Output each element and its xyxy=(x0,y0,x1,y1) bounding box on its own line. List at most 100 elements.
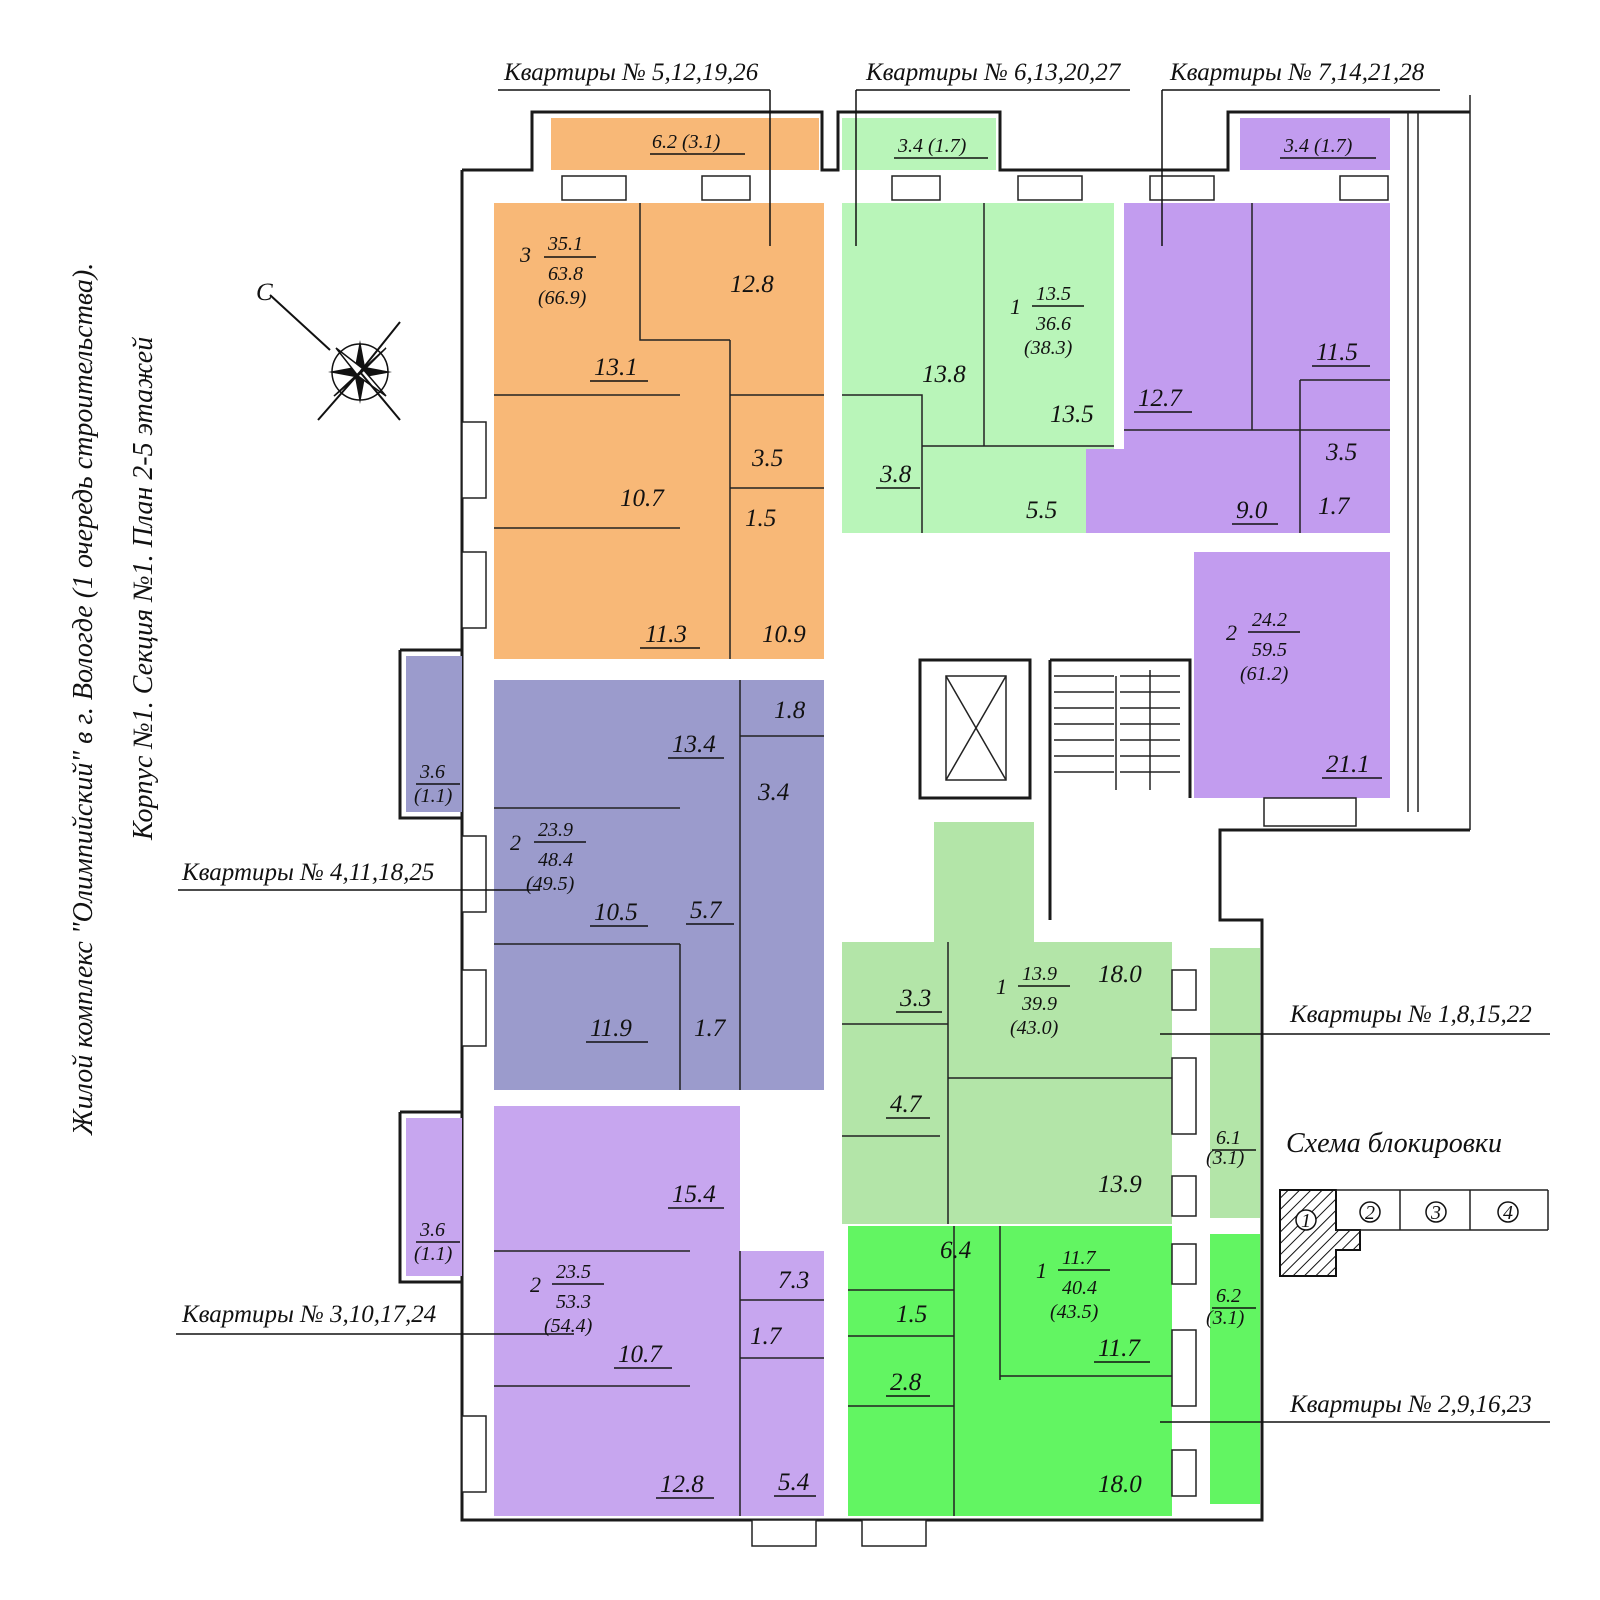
apartment-2: 6.4 1 11.7 40.4 (43.5) 1.5 2.8 11.7 6.2 … xyxy=(848,1226,1260,1516)
apartment-6-room-3: 3.8 xyxy=(879,461,912,488)
block-scheme-section-3: 3 xyxy=(1430,1202,1441,1224)
block-scheme-section-4: 4 xyxy=(1503,1202,1513,1224)
apartment-7-room-4: 9.0 xyxy=(1236,497,1268,524)
apartment-1-total: 39.9 xyxy=(1021,993,1057,1015)
apartment-2-living: 11.7 xyxy=(1062,1247,1097,1269)
apartment-3-room-1: 15.4 xyxy=(672,1181,716,1208)
apartment-7: 3.4 (1.7) 11.5 12.7 3.5 9.0 1.7 2 24.2 5… xyxy=(1086,118,1390,798)
apartment-2-room-1: 6.4 xyxy=(940,1237,971,1264)
apartment-3-fill-balcony xyxy=(406,1118,462,1276)
apartment-4-room-7: 1.7 xyxy=(694,1015,727,1042)
apartment-3: 15.4 3.6 (1.1) 7.3 2 23.5 53.3 (54.4) 10… xyxy=(406,1106,824,1516)
apartment-5-room-4: 3.5 xyxy=(751,445,783,472)
apartment-3-room-2: 7.3 xyxy=(778,1267,809,1294)
apartment-3-room-5: 12.8 xyxy=(660,1471,704,1498)
apartment-3-fill xyxy=(494,1251,824,1516)
apartment-6-fill xyxy=(842,203,1114,533)
apartment-1: 18.0 1 13.9 39.9 (43.0) 3.3 4.7 6.1 (3.1… xyxy=(842,822,1260,1224)
apartment-6-balcony-area: 3.4 (1.7) xyxy=(897,135,967,157)
apartment-3-total: 53.3 xyxy=(556,1291,591,1313)
apartment-3-room-3: 10.7 xyxy=(618,1341,663,1368)
compass-label: С xyxy=(256,279,273,306)
apartment-labels: Квартиры № 5,12,19,26 Квартиры № 6,13,20… xyxy=(176,59,1550,1423)
apartment-7-label: Квартиры № 7,14,21,28 xyxy=(1169,59,1425,86)
apartment-5-room-2: 13.1 xyxy=(594,354,638,381)
apartment-7-balcony-area: 3.4 (1.7) xyxy=(1283,135,1353,157)
block-scheme-section-1-shape xyxy=(1279,1189,1361,1277)
block-scheme-section-2: 2 xyxy=(1365,1202,1375,1224)
apartment-6: 3.4 (1.7) 1 13.5 36.6 (38.3) 13.8 13.5 3… xyxy=(842,118,1114,533)
apartment-1-room-1: 18.0 xyxy=(1098,961,1142,988)
apartment-3-total-balcony: (54.4) xyxy=(544,1315,593,1337)
apartment-3-balcony-area: 3.6 xyxy=(419,1219,445,1241)
block-scheme: Схема блокировки 1 2 3 4 xyxy=(1279,1128,1549,1277)
apartment-7-room-3: 3.5 xyxy=(1325,439,1357,466)
apartment-4-room-2: 13.4 xyxy=(672,731,716,758)
apartment-7-room-5: 1.7 xyxy=(1318,493,1351,520)
apartment-6-room-2: 13.5 xyxy=(1050,401,1094,428)
apartment-5: 6.2 (3.1) 3 35.1 63.8 (66.9) 12.8 13.1 1… xyxy=(494,118,824,659)
apartment-4-living: 23.9 xyxy=(538,819,573,841)
side-title-line2: Корпус №1. Секция №1. План 2-5 этажей xyxy=(128,337,159,841)
apartment-4-fill xyxy=(494,680,824,1090)
apartment-5-balcony-area: 6.2 (3.1) xyxy=(652,131,721,153)
apartment-5-room-1: 12.8 xyxy=(730,271,774,298)
apartment-5-total: 63.8 xyxy=(548,263,583,285)
apartment-1-balcony-area: 6.1 xyxy=(1216,1127,1241,1149)
apartment-4-room-4: 10.5 xyxy=(594,899,638,926)
apartment-7-living: 24.2 xyxy=(1252,609,1287,631)
apartment-2-rooms: 1 xyxy=(1036,1258,1047,1283)
apartment-2-balcony-area: 6.2 xyxy=(1216,1285,1241,1307)
apartment-3-room-4: 1.7 xyxy=(750,1323,783,1350)
apartment-5-room-6: 11.3 xyxy=(645,621,687,648)
apartment-6-fill-balcony xyxy=(842,118,996,170)
apartment-4-rooms: 2 xyxy=(510,830,521,855)
side-title-line1: Жилой комплекс "Олимпийский" в г. Вологд… xyxy=(68,263,99,1136)
apartment-1-room-4: 13.9 xyxy=(1098,1171,1142,1198)
apartment-6-label: Квартиры № 6,13,20,27 xyxy=(865,59,1122,86)
apartment-3-label: Квартиры № 3,10,17,24 xyxy=(181,1301,436,1328)
apartment-2-room-2: 1.5 xyxy=(896,1301,927,1328)
apartment-3-fill-top xyxy=(494,1106,740,1251)
apartment-5-label: Квартиры № 5,12,19,26 xyxy=(503,59,759,86)
apartment-4-balcony-area-coef: (1.1) xyxy=(414,785,453,807)
apartment-6-room-4: 5.5 xyxy=(1026,497,1057,524)
apartment-3-rooms: 2 xyxy=(530,1272,541,1297)
apartment-7-fill-big xyxy=(1194,552,1390,798)
apartment-2-room-5: 18.0 xyxy=(1098,1471,1142,1498)
apartment-4-fill-balcony xyxy=(406,656,462,812)
apartment-7-total: 59.5 xyxy=(1252,639,1287,661)
apartment-4-room-3: 3.4 xyxy=(757,779,789,806)
apartment-1-total-balcony: (43.0) xyxy=(1010,1017,1059,1039)
apartment-2-balcony-area-coef: (3.1) xyxy=(1206,1307,1245,1329)
apartment-4-label: Квартиры № 4,11,18,25 xyxy=(181,859,434,886)
apartment-7-rooms: 2 xyxy=(1226,620,1237,645)
apartment-6-total-balcony: (38.3) xyxy=(1024,337,1073,359)
block-scheme-section-1: 1 xyxy=(1301,1210,1311,1232)
apartment-5-rooms: 3 xyxy=(519,242,531,267)
apartment-1-fill xyxy=(842,942,1172,1224)
apartment-5-living: 35.1 xyxy=(547,233,583,255)
apartment-4-total: 48.4 xyxy=(538,849,573,871)
side-title: Жилой комплекс "Олимпийский" в г. Вологд… xyxy=(68,263,159,1136)
apartment-1-balcony-area-coef: (3.1) xyxy=(1206,1147,1245,1169)
apartment-1-living: 13.9 xyxy=(1022,963,1057,985)
apartment-6-living: 13.5 xyxy=(1036,283,1071,305)
apartment-1-fill-kitchen xyxy=(934,822,1034,942)
apartment-7-fill-balcony xyxy=(1240,118,1390,170)
apartment-1-fill-balcony xyxy=(1210,948,1260,1218)
apartment-5-fill xyxy=(551,118,819,170)
apartment-1-label: Квартиры № 1,8,15,22 xyxy=(1289,1001,1532,1028)
apartment-7-room-6: 21.1 xyxy=(1326,751,1370,778)
apartment-5-fill-main xyxy=(494,203,824,659)
apartment-2-room-3: 2.8 xyxy=(890,1369,922,1396)
apartment-2-total: 40.4 xyxy=(1062,1277,1097,1299)
apartment-5-room-7: 10.9 xyxy=(762,621,806,648)
building-outline xyxy=(398,95,1471,1522)
apartment-3-living: 23.5 xyxy=(556,1261,591,1283)
apartment-1-room-2: 3.3 xyxy=(899,985,931,1012)
windows xyxy=(461,175,1389,1547)
apartment-4: 1.8 13.4 3.4 3.6 (1.1) 2 23.9 48.4 (49.5… xyxy=(406,656,824,1090)
apartment-6-rooms: 1 xyxy=(1010,294,1021,319)
